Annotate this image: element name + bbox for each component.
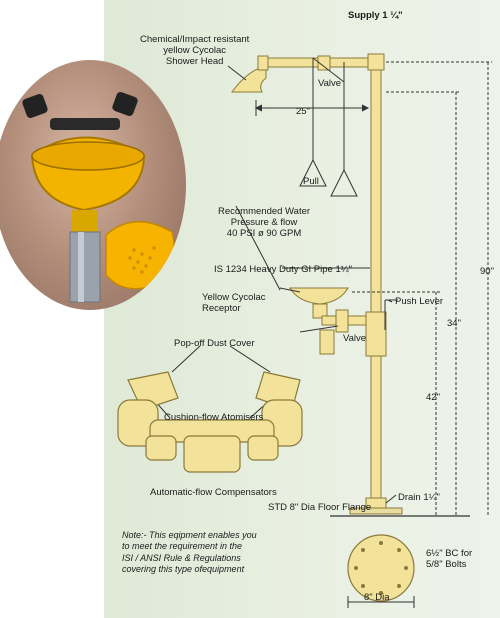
- main-pipe: [370, 61, 382, 503]
- top-elbow: [367, 53, 385, 71]
- supply-label: Supply 1 ¼": [348, 10, 403, 21]
- pull-label: Pull: [303, 176, 319, 187]
- water-pressure-label: Recommended Water Pressure & flow 40 PSI…: [218, 206, 311, 240]
- dimension-34: 34": [447, 318, 461, 329]
- eyewash-detail: [117, 371, 303, 473]
- flange-label: STD 8" Dia Floor Flange: [268, 502, 372, 513]
- dia-8-label: 8" Dia: [364, 592, 390, 603]
- dimension-42: 42": [426, 392, 440, 403]
- pipe-label: IS 1234 Heavy Duty GI Pipe 1¼": [214, 264, 353, 275]
- photo-illustration: [22, 91, 175, 303]
- dimension-25: 25": [296, 106, 310, 117]
- bolt-circle-label: 6½" BC for 5/8" Bolts: [426, 548, 473, 571]
- receptor-label: Yellow Cycolac Receptor: [202, 292, 266, 315]
- dimension-90: 90": [480, 266, 494, 277]
- drain-label: Drain 1¼": [398, 492, 440, 503]
- pull-triangle-right: [330, 168, 358, 197]
- diagram-background: [104, 0, 500, 618]
- top-valve: [317, 55, 331, 71]
- compensators-label: Automatic-flow Compensators: [150, 487, 277, 498]
- dust-cover-label: Pop-off Dust Cover: [174, 338, 255, 349]
- pull-triangle-left: [299, 158, 327, 187]
- eyewash-bowl: [289, 287, 349, 305]
- shower-head-label: Chemical/Impact resistant yellow Cycolac…: [140, 34, 250, 68]
- atomisers-label: Cushion-flow Atomisers: [164, 412, 264, 423]
- bottom-valve: [335, 309, 349, 333]
- shower-head: [231, 65, 267, 93]
- compliance-note: Note:- This eqipment enables you to meet…: [122, 530, 257, 574]
- product-photo: [0, 60, 186, 310]
- flange-plate: [347, 534, 415, 602]
- floor-flange: [349, 507, 403, 515]
- push-lever-label: Push Lever: [395, 296, 444, 307]
- bottom-valve-label: Valve: [343, 333, 367, 344]
- top-valve-label: Valve: [318, 78, 342, 89]
